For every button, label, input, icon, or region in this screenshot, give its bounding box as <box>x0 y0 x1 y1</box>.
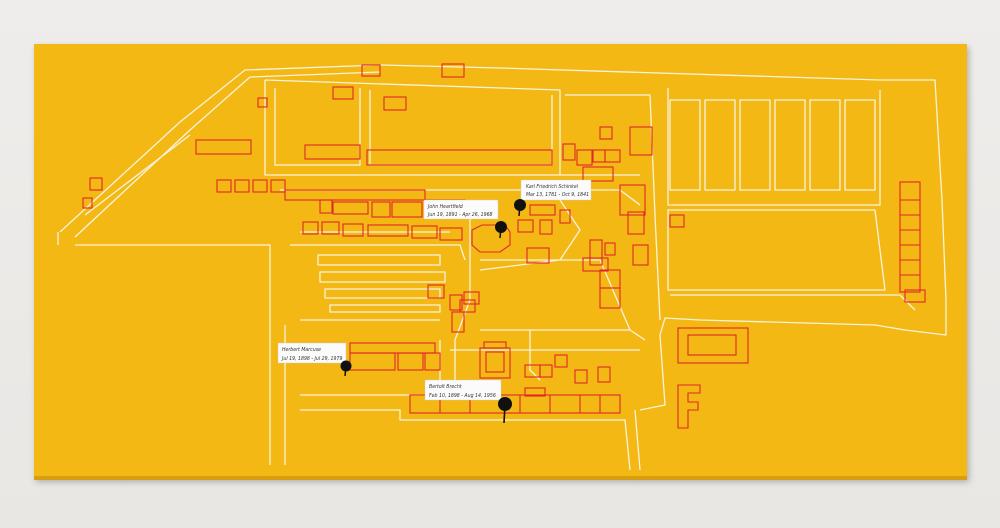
pin-label-brecht: Bertolt Brecht Feb 10, 1898 - Aug 14, 19… <box>424 379 502 401</box>
map-pin-icon[interactable] <box>340 360 352 377</box>
pin-name-heartfield: John Heartfield <box>427 204 463 210</box>
pin-label-marcuse: Herbert Marcuse Jul 19, 1898 - Jul 29, 1… <box>277 342 347 364</box>
pin-label-schinkel: Karl Friedrich Schinkel Mar 13, 1781 - O… <box>520 179 592 201</box>
canvas-edge <box>34 476 967 480</box>
pin-dates-heartfield: Jun 19, 1891 - Apr 26, 1968 <box>427 212 493 218</box>
map-pin-icon[interactable] <box>514 199 526 217</box>
pin-label-heartfield: John Heartfield Jun 19, 1891 - Apr 26, 1… <box>423 199 499 220</box>
map-pin-icon[interactable] <box>498 397 512 424</box>
pin-name-marcuse: Herbert Marcuse <box>282 347 321 353</box>
building-outlines <box>82 63 926 429</box>
pin-name-brecht: Bertolt Brecht <box>429 384 462 390</box>
pin-dates-schinkel: Mar 13, 1781 - Oct 9, 1841 <box>526 192 589 198</box>
pin-dates-brecht: Feb 10, 1898 - Aug 14, 1956 <box>429 393 496 399</box>
pin-dates-marcuse: Jul 19, 1898 - Jul 29, 1979 <box>281 356 342 362</box>
pin-name-schinkel: Karl Friedrich Schinkel <box>526 184 579 190</box>
map-pin-icon[interactable] <box>495 221 507 239</box>
